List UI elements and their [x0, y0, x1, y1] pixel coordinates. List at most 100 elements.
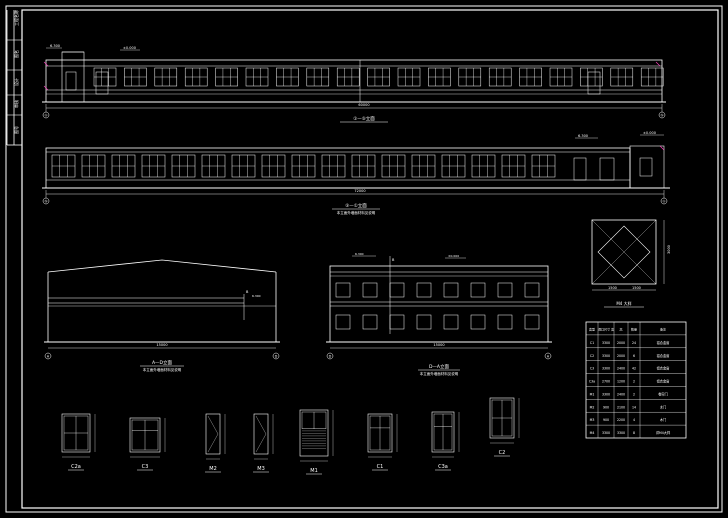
title-block-cell: 工程名称: [13, 10, 19, 26]
window: [321, 154, 346, 178]
schedule-cell: 3300: [602, 341, 610, 345]
level-note: 6.300: [252, 294, 261, 298]
schedule-cell: M2: [590, 405, 595, 409]
window: [245, 67, 269, 87]
window: [524, 314, 540, 330]
window: [610, 67, 634, 87]
schedule-cell: 2000: [617, 341, 625, 345]
window: [141, 154, 166, 178]
schedule-cell: 3300: [602, 392, 610, 396]
window-detail: M1: [299, 409, 334, 475]
schedule-cell: 卷帘门: [658, 391, 668, 396]
schedule-cell: 3300: [602, 431, 610, 435]
axis-bubble: ⑤: [660, 114, 663, 118]
title-block-cell: 图号: [13, 126, 19, 134]
schedule-cell: 2400: [617, 392, 625, 396]
schedule-cell: 2100: [617, 405, 625, 409]
window: [51, 154, 76, 178]
schedule-header: 洞口尺寸 宽: [598, 326, 614, 331]
window: [416, 282, 432, 298]
schedule-cell: 900: [603, 418, 609, 422]
window: [381, 154, 406, 178]
schedule-header: 高: [619, 326, 622, 331]
window: [497, 314, 513, 330]
axis-marker: B: [392, 258, 395, 262]
schedule-cell: 8: [633, 431, 635, 435]
schedule-cell: 3300: [602, 367, 610, 371]
schedule-cell: 3300: [617, 431, 625, 435]
schedule-cell: C3: [590, 367, 594, 371]
axis-bubble: ⑤: [44, 200, 47, 204]
window: [416, 314, 432, 330]
schedule-header: 备注: [660, 326, 666, 331]
schedule-cell: M1: [590, 392, 595, 396]
window: [488, 67, 512, 87]
door: [95, 71, 109, 95]
axis-bubble: ①: [44, 114, 47, 118]
title-block-cell: 图名: [13, 50, 19, 58]
window-detail-label: C2: [499, 450, 506, 456]
window: [524, 282, 540, 298]
window: [215, 67, 238, 87]
level-note: 6.300: [355, 252, 364, 256]
schedule-cell: 铝合金窗: [657, 340, 670, 345]
side-elevation-a: B 6.300 15000 A D A—D立面 本立面外墙面材料见说明: [44, 259, 280, 372]
window-detail-label: C2a: [71, 464, 81, 470]
schedule-cell: 2000: [617, 354, 625, 358]
window: [411, 154, 436, 178]
schedule-cell: C2: [590, 354, 594, 358]
window: [124, 67, 147, 87]
door: [599, 157, 615, 181]
schedule-header: 类型: [589, 326, 595, 331]
level-note: 6.300: [578, 134, 588, 138]
window-detail: C3: [129, 417, 166, 471]
schedule-cell: 2400: [617, 367, 625, 371]
schedule-cell: M3: [590, 418, 595, 422]
axis-bubble: ①: [662, 200, 665, 204]
window: [640, 67, 664, 87]
window-detail: C1: [367, 413, 398, 471]
window: [497, 282, 513, 298]
dimension-text: 60000: [358, 103, 369, 107]
schedule-cell: 24: [632, 341, 636, 345]
window: [549, 67, 573, 87]
window: [389, 282, 405, 298]
schedule-cell: 2: [633, 380, 635, 384]
schedule-cell: C1: [590, 341, 594, 345]
side-a-subtitle: 本立面外墙面材料见说明: [143, 367, 182, 372]
schedule-cell: 14: [632, 405, 636, 409]
schedule-cell: 3300: [602, 354, 610, 358]
inner-frame: [21, 9, 719, 509]
outer-frame: [5, 5, 723, 513]
dimension-text: 72000: [354, 189, 365, 193]
window: [362, 314, 378, 330]
window: [428, 67, 451, 87]
plan-dim-h: 3000: [667, 245, 671, 254]
schedule-cell: 铝合金窗: [657, 366, 670, 371]
window: [93, 67, 117, 87]
schedule-cell: 4: [633, 418, 635, 422]
window: [443, 314, 459, 330]
window: [111, 154, 136, 178]
side-windows: [335, 282, 540, 330]
front-elevation: 6.300 ±0.000 60000 ① ⑤ ①—⑤立面: [42, 44, 666, 123]
window: [306, 67, 330, 87]
side-a-title: A—D立面: [152, 359, 173, 366]
plan-dim-w: 1500: [608, 286, 617, 290]
window-detail: M3: [253, 413, 274, 473]
dimension-text: 15000: [433, 343, 444, 347]
window: [335, 314, 351, 330]
window: [367, 67, 390, 87]
front-elevation-title: ①—⑤立面: [353, 115, 375, 122]
back-elevation: 6.300 ±0.000 72000 ⑤ ① ⑤—①立面 本立面外墙面材料见说明: [42, 131, 670, 215]
level-note: ±0.000: [643, 131, 656, 135]
side-elevation-b: B 6.300 ±0.000 15000 D A D—A立面 本立面外墙面材料见…: [326, 252, 552, 376]
schedule-cell: 木门: [660, 404, 666, 409]
schedule-cell: 铝合金窗: [657, 353, 670, 358]
window: [291, 154, 316, 178]
window-detail-label: M3: [257, 466, 265, 472]
